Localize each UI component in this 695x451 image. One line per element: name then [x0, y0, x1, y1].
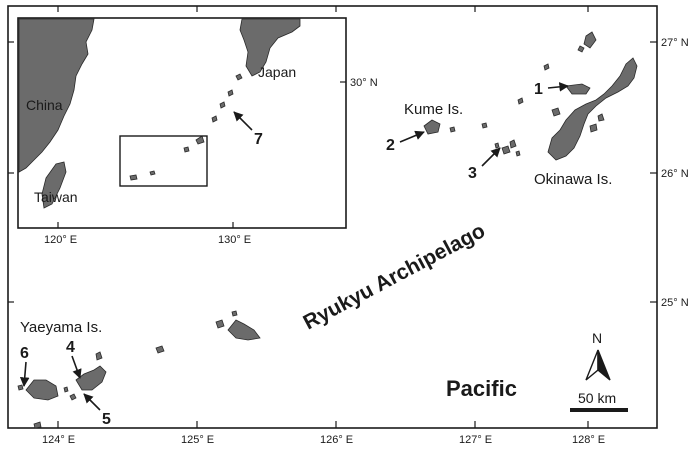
- site-arrow-4: [71, 355, 82, 379]
- kume-island: [423, 119, 488, 135]
- site-number-2: 2: [386, 137, 395, 154]
- scale-bar-label: 50 km: [578, 390, 616, 406]
- japan-kyushu: [239, 18, 301, 77]
- site-arrow-6: [19, 361, 30, 387]
- lon-label-128: 128° E: [572, 434, 605, 446]
- longitude-ticks: [57, 6, 589, 428]
- study-area-box: [119, 135, 208, 187]
- site-arrow-1: [547, 82, 569, 92]
- inset-label-china: China: [26, 97, 63, 113]
- site-number-5: 5: [102, 411, 111, 428]
- site-number-3: 3: [468, 165, 477, 182]
- site-number-1: 1: [534, 81, 543, 98]
- latitude-ticks: [8, 41, 657, 303]
- lat-label-27: 27° N: [661, 37, 689, 49]
- lon-label-124: 124° E: [42, 434, 75, 446]
- inset-label-japan: Japan: [258, 64, 296, 80]
- okinawa-islands: [517, 31, 638, 161]
- inset-lat-label-30: 30° N: [350, 77, 378, 89]
- inset-site-number-7: 7: [254, 131, 263, 148]
- china-landmass: [18, 18, 95, 173]
- lon-label-126: 126° E: [320, 434, 353, 446]
- taiwan-island: [41, 161, 67, 209]
- lon-label-125: 125° E: [181, 434, 214, 446]
- kerama-islands: [494, 139, 521, 157]
- inset-lon-label-120: 120° E: [44, 234, 77, 246]
- site-arrow-5: [83, 393, 101, 411]
- inset-label-taiwan: Taiwan: [34, 189, 78, 205]
- inset-lon-label-130: 130° E: [218, 234, 251, 246]
- label-kume: Kume Is.: [404, 101, 463, 118]
- inset-map: [17, 17, 347, 229]
- site-number-6: 6: [20, 345, 29, 362]
- north-arrow: [585, 349, 611, 381]
- lat-label-25: 25° N: [661, 297, 689, 309]
- site-arrow-2: [399, 130, 425, 143]
- tarama-island: [155, 345, 165, 354]
- site-number-4: 4: [66, 339, 75, 356]
- label-okinawa: Okinawa Is.: [534, 171, 612, 188]
- yaeyama-islands: [17, 351, 107, 429]
- map-frame: [7, 5, 658, 429]
- label-yaeyama: Yaeyama Is.: [20, 319, 102, 336]
- archipelago-title: Ryukyu Archipelago: [300, 219, 489, 334]
- site-arrow-3: [481, 147, 501, 167]
- lat-label-26: 26° N: [661, 168, 689, 180]
- ocean-label: Pacific: [446, 376, 517, 401]
- miyako-islands: [215, 310, 261, 341]
- north-arrow-label: N: [592, 330, 602, 346]
- inset-arrow-7: [233, 111, 253, 131]
- lon-label-127: 127° E: [459, 434, 492, 446]
